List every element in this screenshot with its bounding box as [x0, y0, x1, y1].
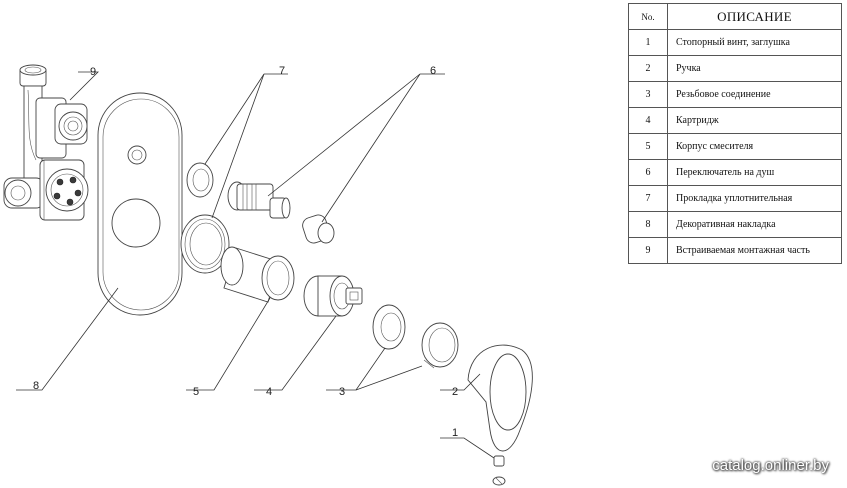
part-4-cartridge: [303, 275, 363, 317]
row-description: Ручка: [667, 55, 842, 82]
watermark-text: catalog.onliner.by: [712, 457, 829, 474]
part-3-thread-ring-b: [421, 322, 459, 369]
part-6-diverter: [227, 181, 291, 219]
row-description: Прокладка уплотнительная: [667, 185, 842, 212]
part-6-knob: [302, 214, 335, 244]
callout-9: 9: [90, 66, 96, 78]
row-number: 4: [628, 107, 668, 134]
part-8-decorative-plate: [97, 92, 183, 316]
callout-6: 6: [430, 65, 436, 77]
row-description: Корпус смесителя: [667, 133, 842, 160]
part-7-gasket-large: [180, 214, 230, 274]
part-1-set-screw: [492, 455, 506, 486]
leader-lines: [16, 71, 495, 459]
part-7-gasket-small: [186, 162, 214, 198]
row-description: Переключатель на душ: [667, 159, 842, 186]
row-number: 9: [628, 237, 668, 264]
callout-3: 3: [339, 386, 345, 398]
column-header-description: ОПИСАНИЕ: [667, 3, 842, 30]
callout-1: 1: [452, 427, 458, 439]
row-description: Декоративная накладка: [667, 211, 842, 238]
row-description: Стопорный винт, заглушка: [667, 29, 842, 56]
callout-8: 8: [33, 380, 39, 392]
row-number: 2: [628, 55, 668, 82]
callout-7: 7: [279, 65, 285, 77]
column-header-number: No.: [628, 3, 668, 30]
callout-labels: 1 2 3 4 5 6 7 8 9: [33, 65, 458, 439]
row-number: 7: [628, 185, 668, 212]
row-description: Резьбовое соединение: [667, 81, 842, 108]
table-header-row: No. ОПИСАНИЕ: [628, 3, 842, 30]
row-number: 5: [628, 133, 668, 160]
row-number: 1: [628, 29, 668, 56]
exploded-view-drawing: 1 2 3 4 5 6 7 8 9: [3, 64, 533, 486]
part-5-mixer-housing: [220, 246, 295, 303]
part-3-thread-ring-a: [372, 304, 406, 350]
callout-5: 5: [193, 386, 199, 398]
row-number: 6: [628, 159, 668, 186]
row-number: 3: [628, 81, 668, 108]
row-description: Картридж: [667, 107, 842, 134]
part-9-mounting-body: [3, 64, 89, 221]
callout-4: 4: [266, 386, 272, 398]
part-2-handle: [467, 344, 533, 452]
row-number: 8: [628, 211, 668, 238]
row-description: Встраиваемая монтажная часть: [667, 237, 842, 264]
callout-2: 2: [452, 386, 458, 398]
